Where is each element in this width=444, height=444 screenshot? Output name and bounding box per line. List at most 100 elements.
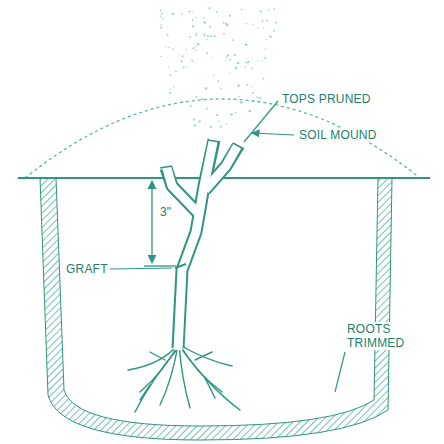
spray-dot [190,105,192,107]
spray-dot [226,123,228,125]
planting-hole [40,178,392,440]
spray-dot [168,47,169,48]
spray-dot [197,43,200,46]
callout-label: GRAFT [64,262,110,276]
spray-dot [256,96,258,98]
spray-dot [178,54,179,55]
dimension-line [144,181,176,266]
spray-dot [160,15,161,16]
spray-dot [251,67,253,69]
spray-dot [266,39,267,40]
spray-dot [237,84,240,87]
spray-dot [227,54,229,56]
spray-dot [195,46,196,47]
spray-dot [246,84,248,86]
spray-dot [220,126,222,128]
spray-dot [172,13,175,16]
spray-dot [232,39,234,41]
spray-dot [192,19,194,21]
spray-dot [160,24,162,26]
spray-dot [252,92,254,94]
spray-dot [192,47,194,49]
spray-dot [216,114,218,116]
spray-dot [275,22,277,24]
spray-dot [194,124,196,126]
spray-dot [252,24,253,25]
spray-dot [234,54,236,56]
spray-dot [210,126,212,128]
spray-dot [251,86,252,87]
spray-dot [206,108,208,110]
spray-dot [244,66,246,68]
spray-dot [192,25,194,27]
spray-dot [241,9,243,11]
spray-dot [169,92,171,94]
spray-dot [196,96,198,98]
spray-dot [206,52,208,54]
spray-dot [175,70,177,72]
spray-dot [262,20,264,22]
spray-dot [203,18,205,20]
spray-dot [210,35,212,37]
spray-dot [235,66,236,67]
spray-dot [262,78,264,80]
leader-lines [110,101,345,392]
spray-dot [182,55,184,57]
spray-dot [195,17,196,18]
spray-dot [173,86,175,88]
spray-dot [161,56,162,57]
callout-label: SOIL MOUND [297,128,379,142]
spray-dot [266,20,268,22]
spray-dot [204,21,206,23]
spray-dot [161,13,163,15]
spray-dot [240,101,242,103]
spray-dot [246,23,248,25]
spray-dot [218,80,220,82]
spray-dot [203,34,205,36]
spray-dot [259,97,261,99]
spray-dot [189,36,191,38]
spray-dot [235,112,237,114]
spray-dot [237,62,240,65]
spray-dot [230,113,233,116]
spray-dot [257,60,258,61]
spray-dot [168,67,169,68]
spray-dot [181,60,183,62]
spray-dot [229,15,231,17]
spray-dot [264,57,266,59]
spray-dot [186,49,188,51]
spray-dot [165,46,166,47]
spray-dot [229,59,231,61]
tree-stem [160,137,244,350]
spray-dot [263,28,264,29]
spray-dot [262,60,263,61]
spray-dot [209,7,211,9]
spray-dot [193,119,195,121]
spray-dot [229,72,230,73]
spray-dot [226,24,228,26]
spray-dot [209,26,211,28]
spray-dot [248,110,251,113]
spray-dot [181,13,183,15]
spray-dot [273,30,275,32]
spray-dot [195,49,196,50]
spray-dot [226,57,228,59]
spray-dot [213,75,214,76]
spray-dot [223,33,225,35]
spray-dot [205,87,208,90]
spray-dot [218,121,219,122]
spray-dot [216,11,218,13]
spray-dot [192,11,193,12]
spray-dot [206,39,208,41]
spray-dot [196,33,198,35]
dimension-label: 3" [158,205,173,219]
spray-dot [245,62,247,64]
spray-dot [162,18,164,20]
spray-dot [223,22,225,24]
spray-dot [265,49,267,51]
callout-label: ROOTS TRIMMED [345,322,429,350]
spray-dot [195,35,197,37]
spray-dot [268,9,270,11]
spray-dot [188,10,190,12]
